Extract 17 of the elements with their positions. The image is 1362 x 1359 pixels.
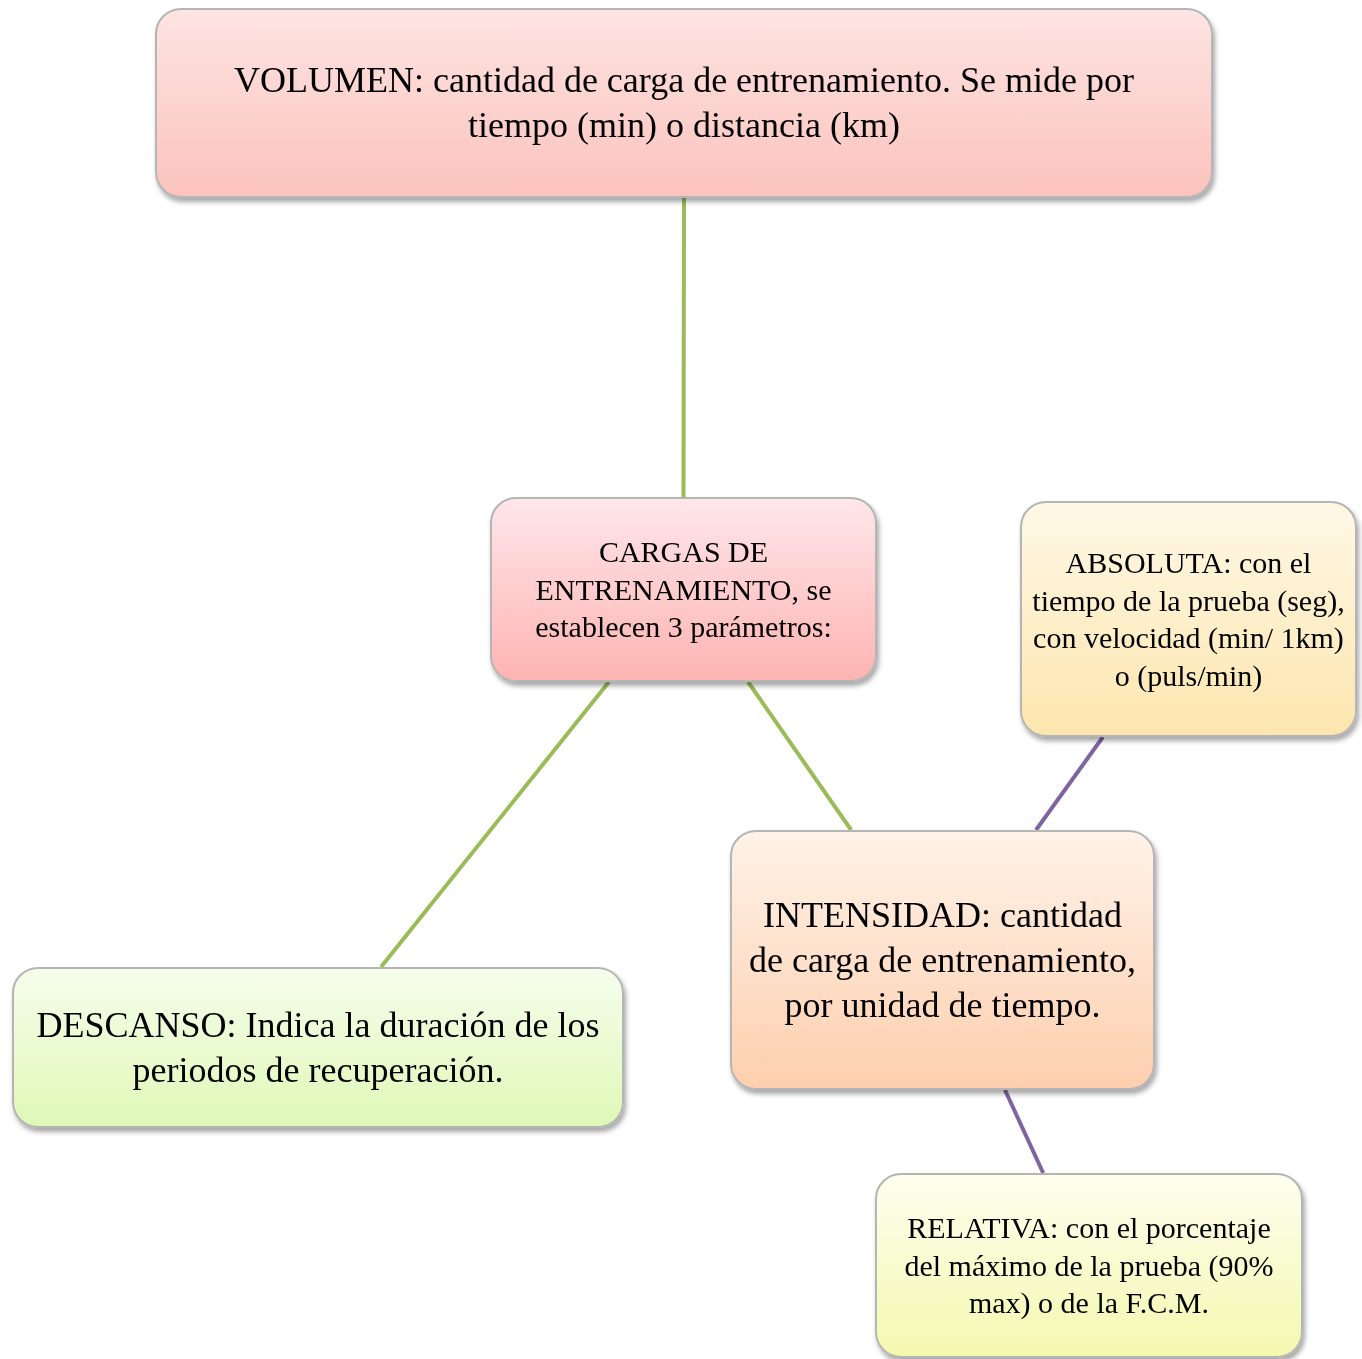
connector-line bbox=[681, 198, 686, 497]
node-text: DESCANSO: Indica la duración de los periodos de recuperación. bbox=[35, 1003, 601, 1092]
rounded-box bbox=[875, 1173, 1303, 1358]
node-text: RELATIVA: con el porcentaje del máximo de la prueba (90% max) o de la F.C.M. bbox=[903, 1210, 1275, 1322]
rounded-box bbox=[12, 967, 624, 1128]
node-text: ABSOLUTA: con el tiempo de la prueba (seg), con velocidad (min/ 1km) o (puls/min) bbox=[1031, 545, 1346, 694]
connector-line bbox=[746, 680, 853, 832]
rounded-box bbox=[1020, 501, 1357, 737]
node-text: VOLUMEN: cantidad de carga de entrenamiento. Se mide por tiempo (min) o distancia (km) bbox=[232, 59, 1135, 147]
rounded-box bbox=[730, 830, 1155, 1090]
connector-line bbox=[1003, 1089, 1045, 1174]
rounded-box bbox=[490, 497, 877, 682]
node-text: CARGAS DE ENTRENAMIENTO, se establecen 3 parámetros: bbox=[534, 534, 833, 646]
node-text: INTENSIDAD: cantidad de carga de entrenamiento, por unidad de tiempo. bbox=[748, 893, 1137, 1027]
rounded-box bbox=[155, 8, 1213, 198]
connector-line bbox=[379, 680, 611, 969]
connector-line bbox=[1034, 735, 1105, 832]
